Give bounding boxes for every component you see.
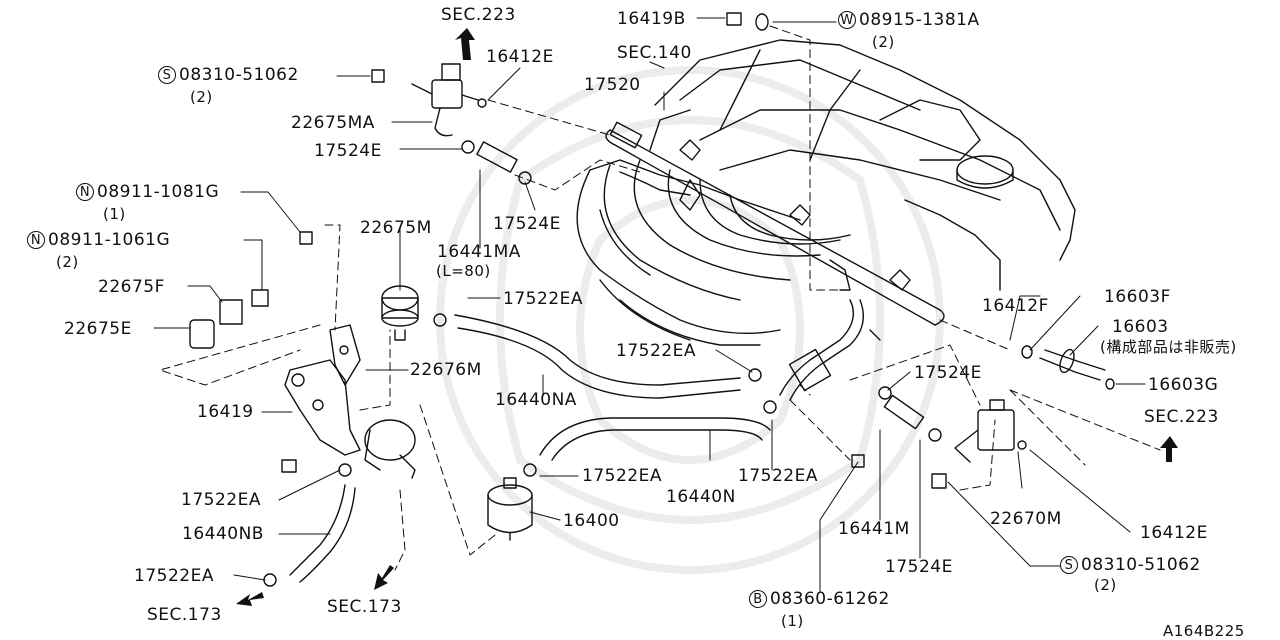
nut-qty-2: (2) <box>56 253 79 271</box>
fasteners <box>189 12 947 587</box>
part-17524E-c: 17524E <box>914 363 982 383</box>
part-16603: 16603 <box>1112 317 1169 337</box>
w-badge: W <box>838 11 856 29</box>
part-16400: 16400 <box>563 511 620 531</box>
part-17522EA-d: 17522EA <box>738 466 818 486</box>
sec140-label: SEC.140 <box>617 43 692 63</box>
sec223-right-label: SEC.223 <box>1144 407 1219 427</box>
diagram-reference-code: A164B225 <box>1163 622 1245 640</box>
hose-16440N <box>539 417 771 461</box>
part-22675M: 22675M <box>360 218 432 238</box>
leader-lines <box>153 17 1146 593</box>
screw-number-top: 08310-51062 <box>179 65 299 85</box>
pressure-regulator <box>954 399 1027 463</box>
part-16440NB: 16440NB <box>182 524 264 544</box>
part-16603-note: (構成部品は非販売) <box>1100 338 1237 356</box>
sec173-mid-label: SEC.173 <box>327 597 402 617</box>
part-17524E-b: 17524E <box>493 214 561 234</box>
b-badge: B <box>749 590 767 608</box>
part-22675MA: 22675MA <box>291 113 375 133</box>
s-badge-bottom: S <box>1060 556 1078 574</box>
n-badge-2: N <box>27 231 45 249</box>
screw-number-bottom: 08310-51062 <box>1081 555 1201 575</box>
part-16412F: 16412F <box>982 296 1049 316</box>
part-22675F: 22675F <box>98 277 165 297</box>
n-badge-1: N <box>76 183 94 201</box>
part-16412E-bottom: 16412E <box>1140 523 1208 543</box>
part-17522EA-e: 17522EA <box>181 490 261 510</box>
bolt-qty: (1) <box>781 612 804 630</box>
part-16441MA-length: (L=80) <box>436 262 491 280</box>
part-16603G: 16603G <box>1148 375 1219 395</box>
part-17522EA-c: 17522EA <box>582 466 662 486</box>
part-16440NA: 16440NA <box>495 390 577 410</box>
engine-cover <box>654 39 1076 291</box>
part-17522EA-a: 17522EA <box>503 289 583 309</box>
screw-qty-top: (2) <box>190 88 213 106</box>
part-16440N: 16440N <box>666 487 736 507</box>
valve-22675MA <box>411 63 487 137</box>
part-17522EA-b: 17522EA <box>616 341 696 361</box>
hose-16440NB <box>289 484 356 583</box>
part-16441MA: 16441MA <box>437 242 521 262</box>
part-16603F: 16603F <box>1104 287 1171 307</box>
hose-16440NA <box>454 314 741 399</box>
nut-number-2: 08911-1061G <box>48 230 171 250</box>
arrows <box>236 28 1178 606</box>
nut-number-1: 08911-1081G <box>97 182 220 202</box>
part-16419: 16419 <box>197 402 254 422</box>
bolt-number: 08360-61262 <box>770 589 890 609</box>
nut-qty-1: (1) <box>103 205 126 223</box>
part-17520: 17520 <box>584 75 641 95</box>
injector <box>1021 345 1115 390</box>
sec223-top-label: SEC.223 <box>441 5 516 25</box>
fuel-filter <box>487 477 533 541</box>
s-badge-top: S <box>158 66 176 84</box>
return-pipe <box>779 299 881 401</box>
part-22675E: 22675E <box>64 319 132 339</box>
hose-16441MA <box>476 141 518 173</box>
part-22670M: 22670M <box>990 509 1062 529</box>
part-17522EA-f: 17522EA <box>134 566 214 586</box>
fuel-rail <box>605 121 945 326</box>
dashed-lines <box>159 25 1161 571</box>
valve-22676M <box>364 419 416 479</box>
valve-22675M <box>381 285 419 341</box>
sec173-left-label: SEC.173 <box>147 605 222 625</box>
bracket-16419 <box>284 324 361 456</box>
part-16412E-top: 16412E <box>486 47 554 67</box>
part-17524E-d: 17524E <box>885 557 953 577</box>
washer-number: 08915-1381A <box>859 10 980 30</box>
part-17524E-a: 17524E <box>314 141 382 161</box>
washer-qty: (2) <box>872 33 895 51</box>
part-16441M: 16441M <box>838 519 910 539</box>
intake-manifold <box>576 109 851 346</box>
part-22676M: 22676M <box>410 360 482 380</box>
screw-qty-bottom: (2) <box>1094 576 1117 594</box>
hose-16441M <box>883 394 925 430</box>
part-16419B: 16419B <box>617 9 686 29</box>
